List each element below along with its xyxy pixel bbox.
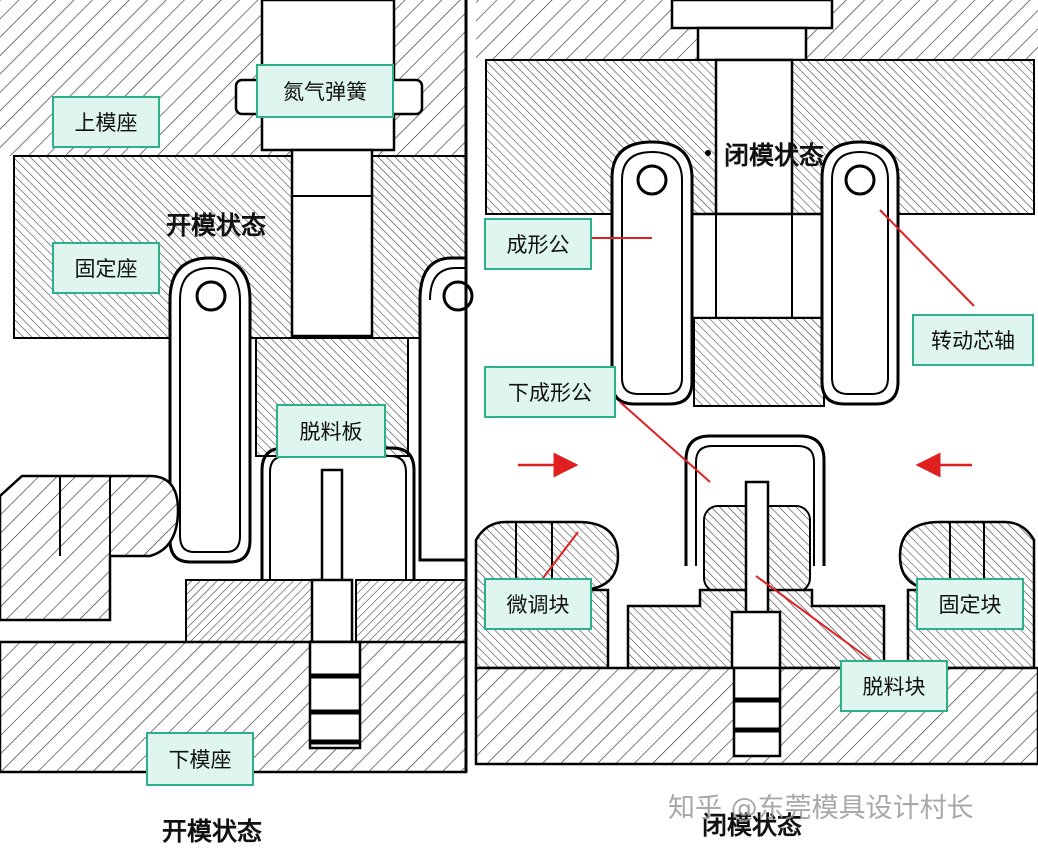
left-bottom-caption: 开模状态: [162, 817, 263, 846]
label-fixed-block: 固定块: [916, 578, 1024, 630]
label-stripper-block: 脱料块: [840, 660, 948, 712]
label-lower-forming-punch: 下成形公: [484, 366, 616, 418]
label-adjust-block: 微调块: [484, 578, 592, 630]
label-forming-punch: 成形公: [484, 218, 592, 270]
label-stripper-plate: 脱料板: [276, 404, 386, 458]
label-lower-mold-base: 下模座: [146, 732, 254, 786]
label-rotating-core-shaft: 转动芯轴: [912, 314, 1034, 366]
watermark: 知乎 @东莞模具设计村长: [668, 793, 974, 824]
right-panel-drawing: [474, 0, 1038, 766]
right-inner-caption: 闭模状态: [724, 141, 825, 170]
right-bottom-caption: 闭模状态: [702, 811, 803, 840]
label-nitrogen-spring: 氮气弹簧: [256, 64, 394, 118]
left-inner-caption: 开模状态: [166, 211, 267, 240]
label-fixed-seat: 固定座: [52, 242, 160, 294]
label-upper-mold-base: 上模座: [52, 96, 160, 148]
